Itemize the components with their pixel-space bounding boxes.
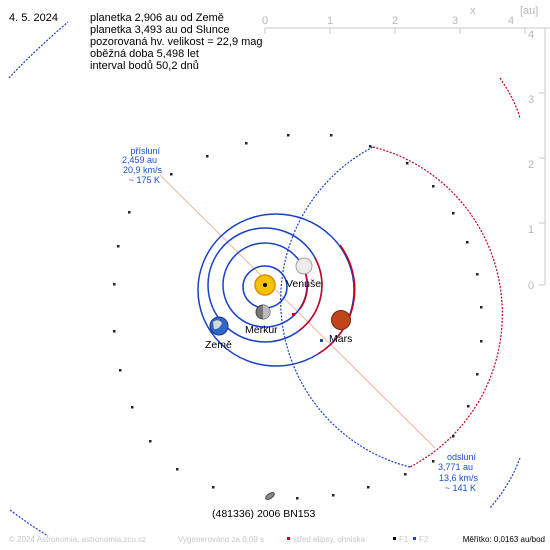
earth-clouds — [213, 320, 222, 330]
mercury-label: Merkur — [245, 324, 278, 336]
y-tick-label: 2 — [528, 159, 534, 171]
mars-icon — [331, 310, 351, 330]
info-line-period: oběžná doba 5,498 let — [90, 48, 199, 60]
orbit-fragment-top-right — [499, 77, 521, 119]
legend-f2-marker — [413, 537, 416, 540]
x-tick-label: 1 — [327, 15, 333, 27]
x-axis: 0 1 2 3 4 x [au] — [262, 5, 550, 34]
perihelion-annotation: přísluní 2,459 au 20,9 km/s ~ 175 K — [122, 146, 163, 185]
venus-icon — [295, 257, 313, 275]
scale-text: Měřítko: 0,0163 au/bod — [463, 535, 545, 544]
info-line-magnitude: pozorovaná hv. velikost = 22,9 mag — [90, 36, 263, 48]
mars-label: Mars — [329, 333, 352, 345]
y-axis: 4 3 2 1 0 — [528, 27, 546, 292]
info-line-sun-distance: planetka 3,493 au od Slunce — [90, 24, 230, 36]
legend-f1-label: F1 — [399, 535, 409, 544]
generated-text: Vygenerováno za 0,09 s — [178, 535, 264, 544]
asteroid-orbit-below — [280, 146, 411, 468]
orbit-fragment-top-left — [8, 21, 69, 79]
x-tick-label: 2 — [392, 15, 398, 27]
earth-label: Země — [205, 339, 232, 351]
info-line-earth-distance: planetka 2,906 au od Země — [90, 12, 224, 24]
info-panel: planetka 2,906 au od Země planetka 3,493… — [90, 12, 263, 72]
orbit-fragment-bottom-left — [9, 509, 49, 537]
y-tick-label: 3 — [528, 94, 534, 106]
aphelion-title: odsluní — [447, 452, 477, 462]
orbit-fragment-bottom-right — [489, 457, 521, 509]
asteroid-label: (481336) 2006 BN153 — [212, 508, 315, 520]
legend-center-marker — [287, 537, 290, 540]
perihelion-temperature: ~ 175 K — [129, 175, 160, 185]
perihelion-title: přísluní — [130, 146, 160, 156]
axis-unit: [au] — [520, 5, 538, 17]
legend-center-label: střed elipsy, ohniska — [293, 535, 365, 544]
legend-f2-label: F2 — [419, 535, 429, 544]
perihelion-distance: 2,459 au — [122, 155, 157, 165]
y-tick-label: 4 — [528, 29, 534, 41]
x-tick-label: 3 — [452, 15, 458, 27]
mercury-shading — [263, 305, 270, 319]
ellipse-center-marker — [292, 313, 295, 316]
date-label: 4. 5. 2024 — [9, 12, 58, 24]
x-tick-label: 0 — [262, 15, 268, 27]
copyright-text: © 2024 Astronomia, astronomia.zcu.cz — [9, 535, 146, 544]
y-tick-label: 1 — [528, 224, 534, 236]
asteroid-orbit-points — [113, 134, 483, 500]
x-tick-label: 4 — [508, 15, 514, 27]
aphelion-temperature: ~ 141 K — [445, 483, 476, 493]
x-axis-title: x — [470, 5, 476, 17]
legend-f1-marker — [393, 537, 396, 540]
mars-orbit-above — [317, 244, 356, 355]
asteroid-icon — [265, 492, 275, 500]
asteroid-orbit-above — [372, 146, 503, 468]
focus-f2-marker — [320, 339, 323, 342]
info-line-interval: interval bodů 50,2 dnů — [90, 60, 199, 72]
y-tick-label: 0 — [528, 280, 534, 292]
footer: © 2024 Astronomia, astronomia.zcu.cz Vyg… — [9, 535, 545, 544]
aphelion-speed: 13,6 km/s — [439, 473, 479, 483]
aphelion-distance: 3,771 au — [438, 462, 473, 472]
sun-center-dot — [263, 283, 267, 287]
perihelion-speed: 20,9 km/s — [123, 165, 163, 175]
earth-orbit-above — [299, 257, 323, 331]
aphelion-annotation: odsluní 3,771 au 13,6 km/s ~ 141 K — [438, 452, 479, 493]
mars-orbit — [197, 213, 355, 367]
venus-label: Venuše — [286, 278, 321, 290]
